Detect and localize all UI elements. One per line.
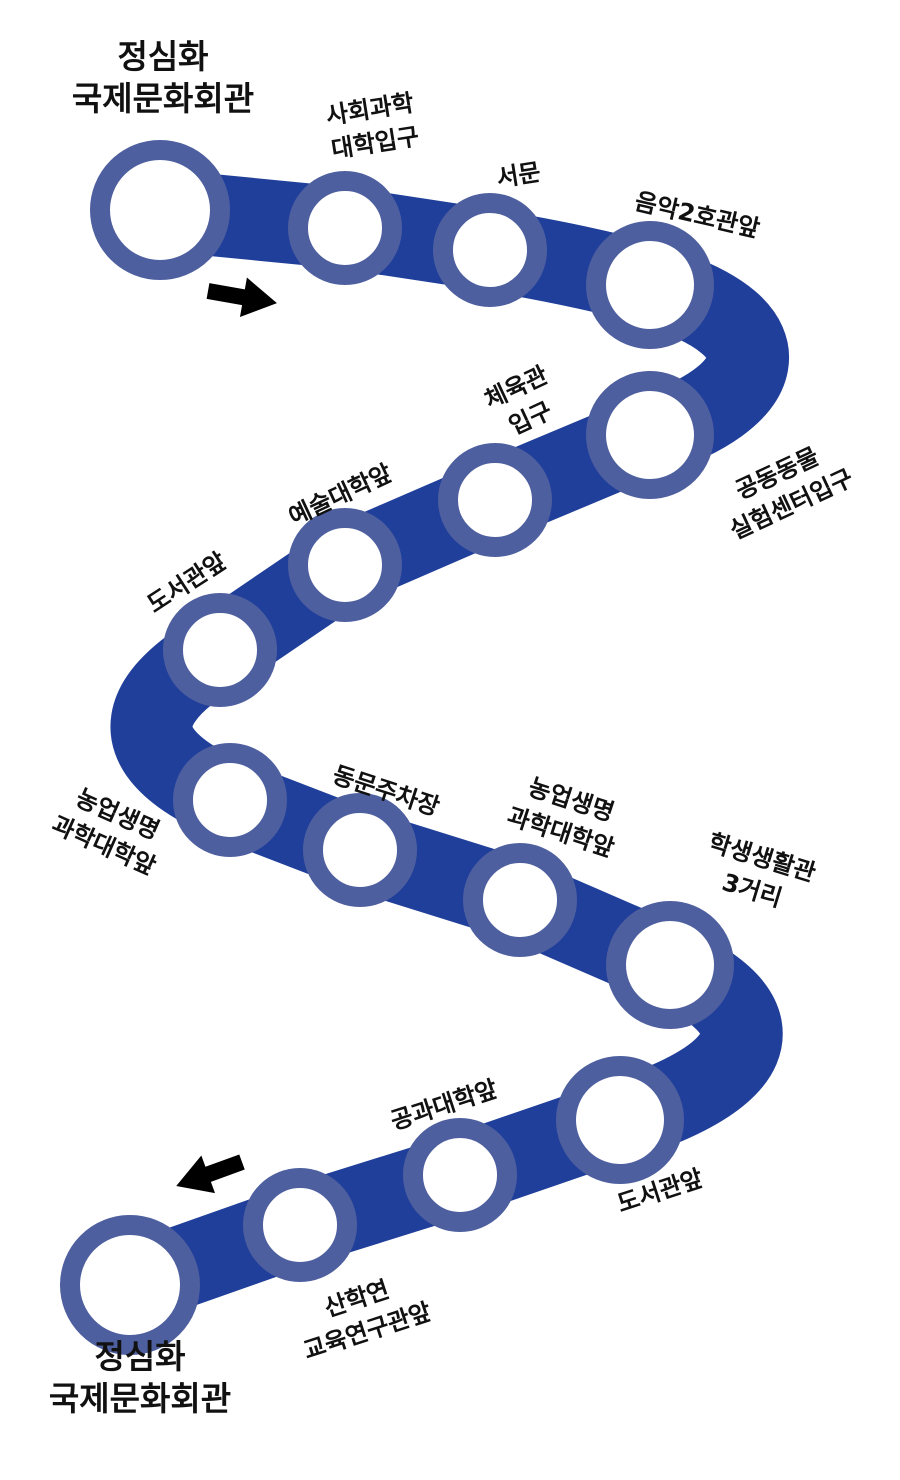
stop-marker-6[interactable] bbox=[438, 443, 552, 557]
stop-marker-15[interactable] bbox=[243, 1168, 357, 1282]
arrow-left-icon bbox=[176, 1154, 245, 1194]
stop-label-line: 서문 bbox=[494, 158, 542, 193]
stop-label-2: 사회과학대학입구 bbox=[324, 89, 421, 164]
stop-label-line: 정심화 bbox=[117, 37, 208, 76]
stop-label-line: 국제문화회관 bbox=[72, 79, 254, 118]
stop-marker-5[interactable] bbox=[586, 371, 714, 499]
stop-marker-9[interactable] bbox=[173, 743, 287, 857]
stops-layer bbox=[60, 140, 734, 1355]
stop-marker-11[interactable] bbox=[463, 843, 577, 957]
stop-label-line: 대학입구 bbox=[329, 122, 421, 163]
stop-label-12: 학생생활관3거리 bbox=[695, 828, 819, 920]
stop-label-line: 정심화 bbox=[94, 1337, 185, 1376]
stop-marker-13[interactable] bbox=[556, 1056, 684, 1184]
stop-label-line: 국제문화회관 bbox=[49, 1379, 231, 1418]
stop-marker-12[interactable] bbox=[606, 901, 734, 1029]
stop-marker-3[interactable] bbox=[433, 193, 547, 307]
stop-label-5: 공동동물실험센터입구 bbox=[711, 433, 857, 545]
stop-marker-1[interactable] bbox=[90, 140, 230, 280]
stop-marker-14[interactable] bbox=[403, 1118, 517, 1232]
stop-marker-16[interactable] bbox=[60, 1215, 200, 1355]
stop-label-3: 서문 bbox=[494, 158, 542, 193]
stop-marker-7[interactable] bbox=[288, 508, 402, 622]
stop-marker-8[interactable] bbox=[163, 593, 277, 707]
arrow-right-icon bbox=[206, 277, 277, 317]
stop-marker-10[interactable] bbox=[303, 793, 417, 907]
direction-arrows bbox=[176, 277, 277, 1194]
stop-marker-2[interactable] bbox=[288, 171, 402, 285]
stop-marker-4[interactable] bbox=[586, 221, 714, 349]
